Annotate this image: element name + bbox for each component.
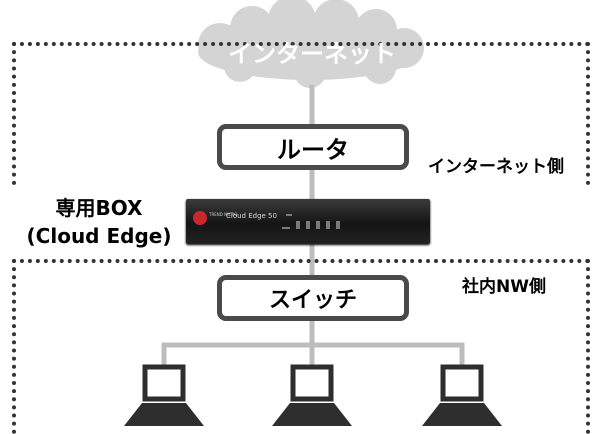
trend-micro-logo-icon [193, 211, 207, 225]
device-model: Cloud Edge 50 [226, 212, 277, 220]
lan-zone [12, 259, 590, 434]
device-title: 専用BOX (Cloud Edge) [0, 194, 198, 250]
laptop-icon [422, 364, 502, 426]
lan-side-label: 社内NW側 [462, 277, 546, 297]
cloud-label: インターネット [228, 40, 396, 68]
internet-side-label: インターネット側 [428, 157, 564, 177]
laptop-icon [124, 364, 204, 426]
cloud-edge-device: TREND MICRO Cloud Edge 50 [186, 199, 430, 244]
device-brand: TREND MICRO [209, 212, 238, 217]
router-box: ルータ [217, 124, 409, 170]
switch-box: スイッチ [217, 275, 409, 321]
internet-zone [12, 42, 590, 185]
device-title-line-2: (Cloud Edge) [26, 224, 172, 248]
router-label: ルータ [277, 135, 349, 164]
switch-label: スイッチ [268, 288, 357, 313]
cloud-icon [198, 0, 424, 88]
laptop-icon [272, 364, 352, 426]
device-ports-icon [282, 214, 340, 229]
device-title-line-1: 専用BOX [55, 196, 143, 220]
